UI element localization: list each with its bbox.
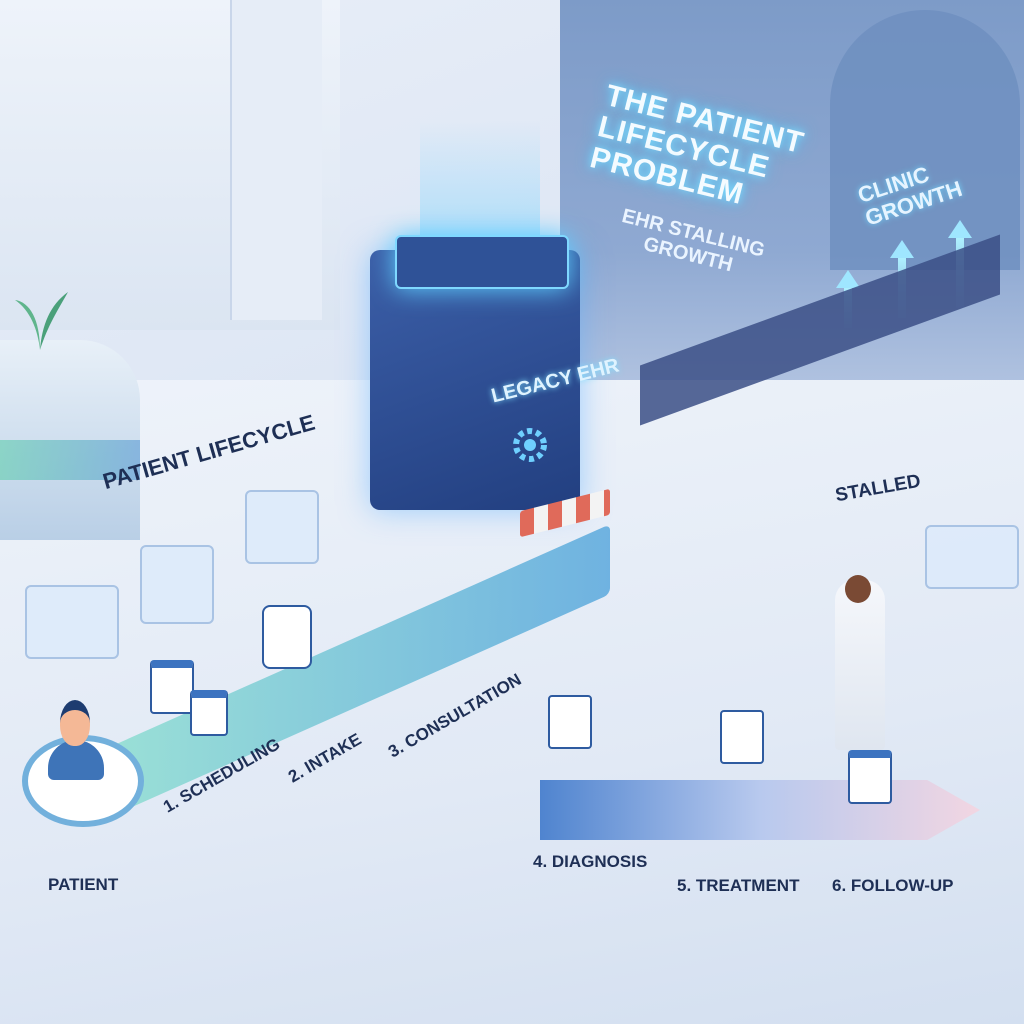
gear-icon — [513, 428, 547, 462]
calendar-clock-icon — [848, 750, 892, 804]
calendar-icon — [190, 690, 228, 736]
medical-document-icon — [548, 695, 592, 749]
tablet-icon — [262, 605, 312, 669]
legacy-ehr-server — [370, 250, 580, 510]
clipboard-icon — [720, 710, 764, 764]
plant-icon — [15, 292, 68, 350]
growth-arrow-icon — [890, 240, 914, 258]
step-treatment: 5. TREATMENT — [677, 876, 800, 895]
message-card — [245, 490, 319, 564]
reception-desk-band — [0, 440, 140, 480]
dashboard-card — [925, 525, 1019, 589]
patient-avatar — [60, 700, 90, 746]
patient-avatar-body — [48, 740, 104, 780]
server-top-panel — [395, 235, 569, 289]
step-diagnosis: 4. DIAGNOSIS — [533, 852, 648, 871]
doctor-figure — [835, 580, 885, 750]
lifecycle-track-late — [540, 780, 980, 840]
patient-label: PATIENT — [48, 875, 119, 894]
background-arch — [830, 10, 1020, 270]
light-beam — [420, 120, 540, 250]
chart-card — [140, 545, 214, 624]
step-follow-up: 6. FOLLOW-UP — [832, 876, 954, 895]
calendar-icon — [150, 660, 194, 714]
growth-arrow-icon — [836, 270, 860, 288]
growth-arrow-icon — [948, 220, 972, 238]
background-pillar — [230, 0, 322, 320]
doctor-head — [845, 575, 871, 603]
profile-card — [25, 585, 119, 659]
